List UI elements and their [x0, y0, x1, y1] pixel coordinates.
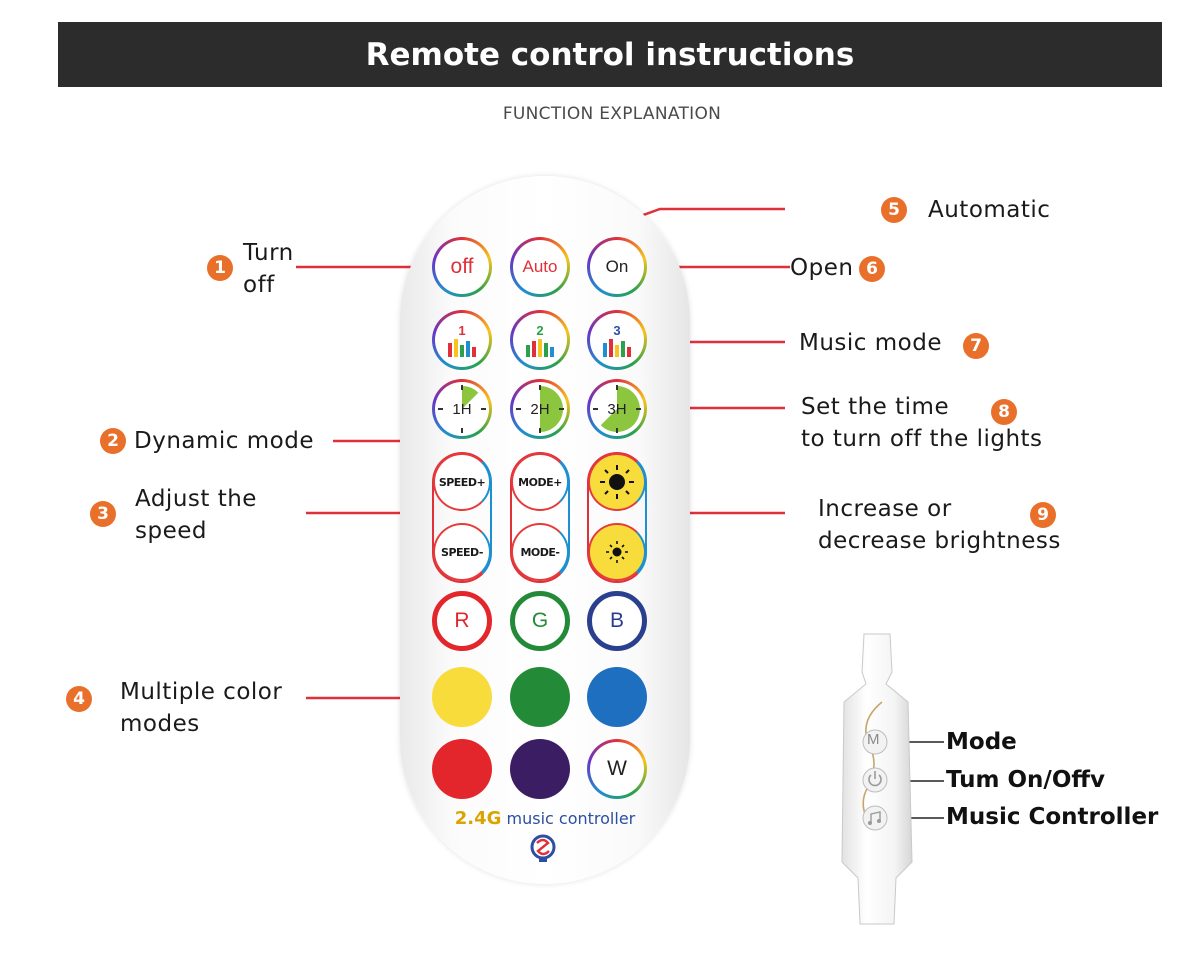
- clock-icon: [438, 385, 486, 433]
- callout-label-3a: Adjust the: [135, 486, 257, 512]
- blue-color-button[interactable]: [587, 667, 647, 727]
- callout-number-4: 4: [66, 686, 92, 712]
- red-color-button[interactable]: [432, 739, 492, 799]
- callout-number-5: 5: [881, 197, 907, 223]
- callout-label-9a: Increase or: [818, 496, 952, 522]
- equalizer-icon: [448, 338, 476, 357]
- music-mode-1-number: 1: [458, 322, 466, 338]
- white-color-button[interactable]: W: [587, 739, 647, 799]
- brand-label: 2.4G music controller: [400, 808, 690, 829]
- brand-name: music controller: [506, 809, 636, 828]
- timer-1h-button[interactable]: 1H: [432, 379, 492, 439]
- callout-number-3: 3: [90, 501, 116, 527]
- mode-prev-button[interactable]: MODE-: [511, 523, 569, 581]
- off-button[interactable]: off: [432, 237, 492, 297]
- page-title: Remote control instructions: [365, 36, 855, 73]
- speed-up-button[interactable]: SPEED+: [433, 453, 491, 511]
- red-channel-button[interactable]: R: [432, 591, 492, 651]
- callout-label-9b: decrease brightness: [818, 528, 1061, 554]
- speed-down-button[interactable]: SPEED-: [433, 523, 491, 581]
- timer-2h-label: 2H: [530, 400, 550, 418]
- green-color-button[interactable]: [510, 667, 570, 727]
- timer-2h-button[interactable]: 2H: [510, 379, 570, 439]
- music-mode-1-button[interactable]: 1: [432, 310, 492, 370]
- brand-frequency: 2.4G: [454, 808, 502, 829]
- equalizer-icon: [603, 338, 631, 357]
- clock-icon: [516, 385, 564, 433]
- callout-label-7: Music mode: [799, 330, 942, 356]
- inline-controller: [841, 633, 913, 925]
- callout-label-5: Automatic: [928, 197, 1051, 223]
- callout-number-8: 8: [991, 399, 1017, 425]
- purple-color-button[interactable]: [510, 739, 570, 799]
- callout-label-3b: speed: [135, 518, 207, 544]
- brightness-down-button[interactable]: [588, 523, 646, 581]
- music-mode-2-button[interactable]: 2: [510, 310, 570, 370]
- timer-3h-button[interactable]: 3H: [587, 379, 647, 439]
- controller-music-button[interactable]: [863, 806, 887, 830]
- music-mode-2-number: 2: [536, 322, 544, 338]
- callout-label-4a: Multiple color: [120, 679, 283, 705]
- callout-number-7: 7: [963, 333, 989, 359]
- callout-label-2: Dynamic mode: [134, 428, 314, 454]
- on-button[interactable]: On: [587, 237, 647, 297]
- callout-label-1a: Turn: [243, 240, 294, 266]
- brightness-up-button[interactable]: [588, 453, 646, 511]
- callout-label-6: Open: [790, 255, 854, 281]
- mode-next-button[interactable]: MODE+: [511, 453, 569, 511]
- remote-control: off Auto On 1 2 3 1H 2H 3H SPEED: [400, 176, 690, 884]
- music-mode-3-button[interactable]: 3: [587, 310, 647, 370]
- yellow-color-button[interactable]: [432, 667, 492, 727]
- timer-1h-label: 1H: [452, 400, 472, 418]
- callout-label-4b: modes: [120, 711, 200, 737]
- callout-label-8b: to turn off the lights: [801, 426, 1043, 452]
- controller-label-mode: Mode: [946, 729, 1017, 755]
- sun-large-icon: [600, 465, 634, 499]
- controller-label-music: Music Controller: [946, 804, 1159, 830]
- music-mode-3-number: 3: [613, 322, 621, 338]
- controller-mode-button[interactable]: [863, 730, 887, 754]
- callout-label-1b: off: [243, 272, 275, 298]
- controller-mode-glyph: M: [867, 731, 880, 748]
- equalizer-icon: [526, 338, 554, 357]
- page-subtitle: FUNCTION EXPLANATION: [502, 104, 722, 124]
- callout-number-1: 1: [207, 255, 233, 281]
- controller-label-power: Tum On/Offv: [946, 767, 1106, 793]
- timer-3h-label: 3H: [607, 400, 627, 418]
- controller-power-button[interactable]: [863, 768, 887, 792]
- callout-number-2: 2: [100, 428, 126, 454]
- callout-label-8a: Set the time: [801, 394, 950, 420]
- callout-number-6: 6: [859, 256, 885, 282]
- auto-button[interactable]: Auto: [510, 237, 570, 297]
- brand-logo-icon: [530, 834, 556, 862]
- clock-icon: [593, 385, 641, 433]
- blue-channel-button[interactable]: B: [587, 591, 647, 651]
- green-channel-button[interactable]: G: [510, 591, 570, 651]
- title-banner: Remote control instructions: [58, 22, 1162, 87]
- sun-small-icon: [606, 541, 628, 563]
- callout-number-9: 9: [1030, 502, 1056, 528]
